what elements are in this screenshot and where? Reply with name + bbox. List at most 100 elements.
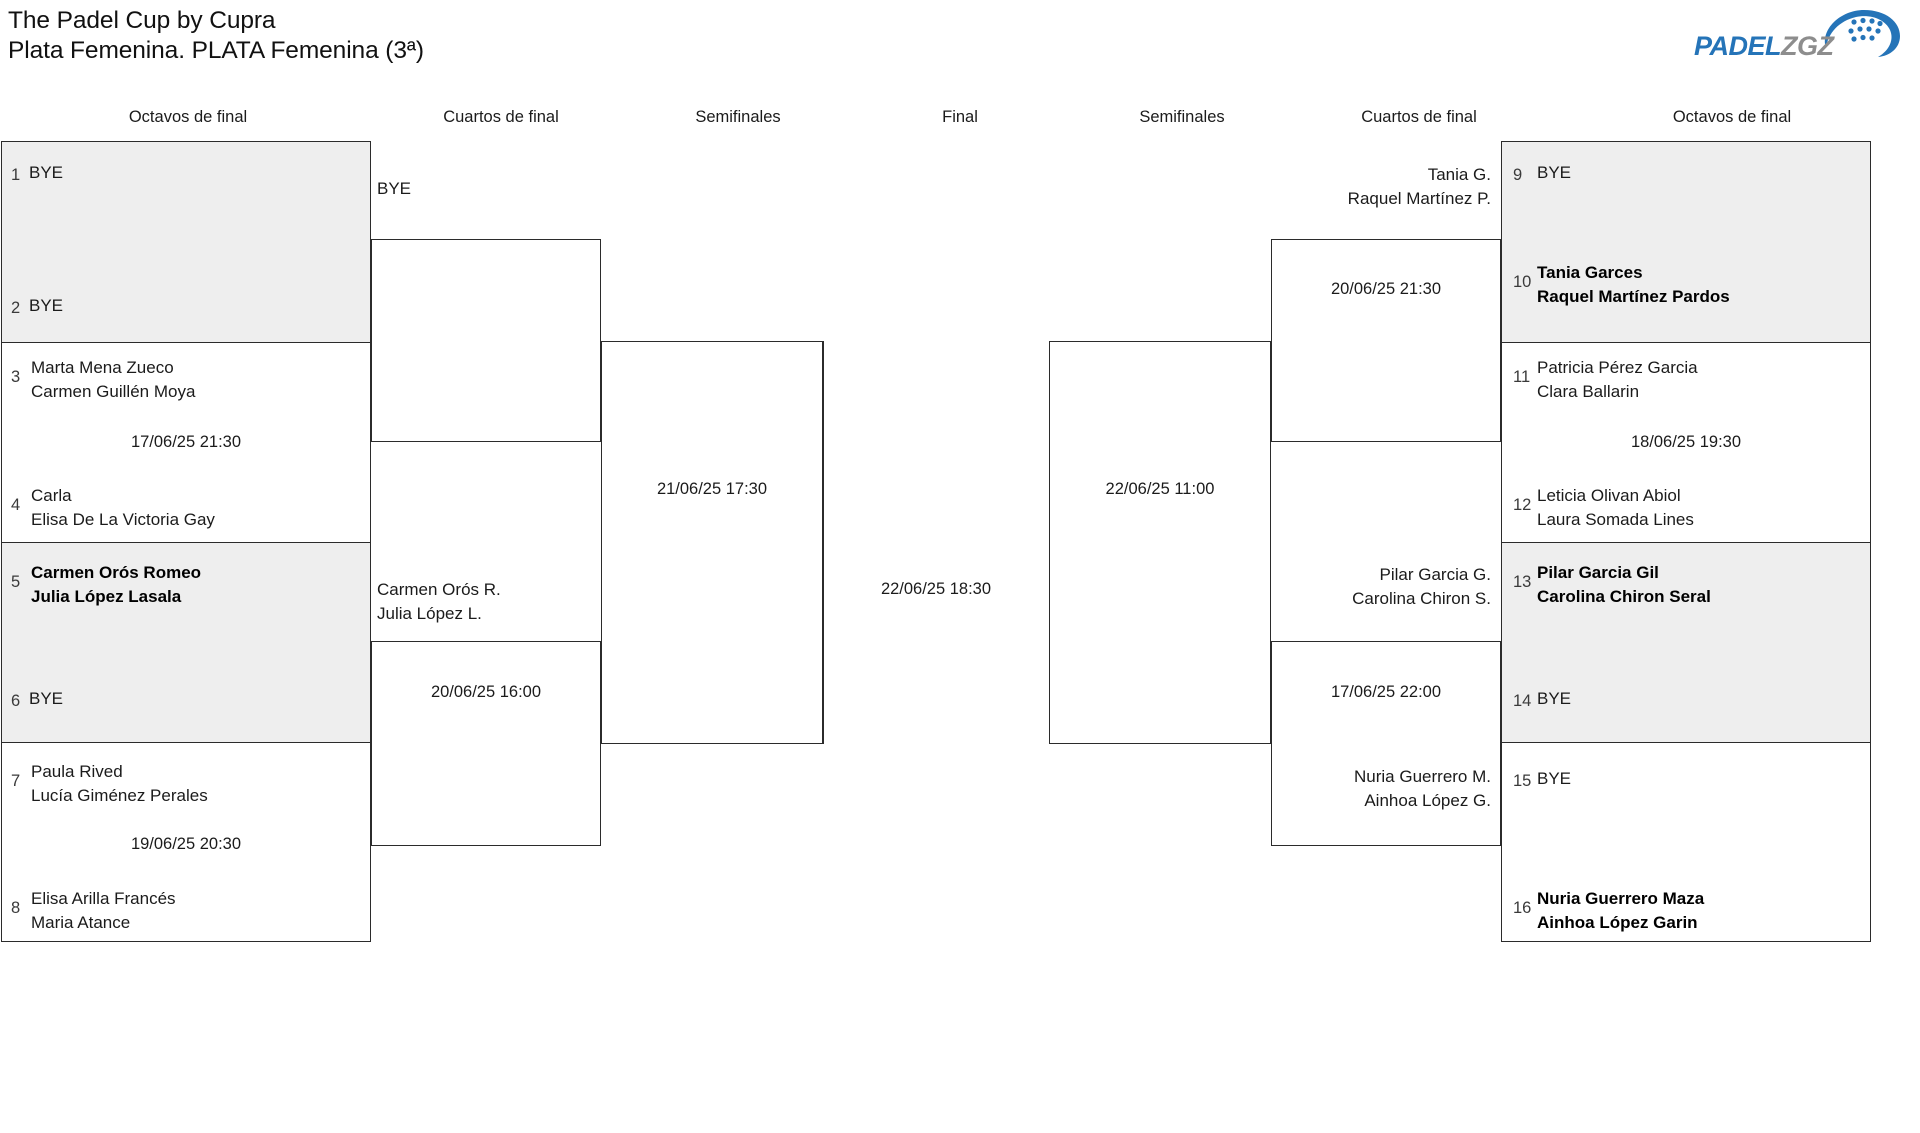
player-name: Carla [31, 486, 72, 505]
player-name: Patricia Pérez Garcia [1537, 358, 1698, 377]
team-names-12: Leticia Olivan Abiol Laura Somada Lines [1537, 484, 1694, 531]
match-date-final: 22/06/25 18:30 [880, 580, 992, 598]
right-sf-slot-label: Nuria Guerrero M. Ainhoa López G. [1281, 765, 1491, 812]
seed-label-14: BYE [1537, 689, 1572, 708]
round-header-final: Final [942, 108, 978, 126]
row-separator [1, 742, 371, 743]
seed-row-3[interactable]: 3 Marta Mena Zueco Carmen Guillén Moya 1… [1, 342, 371, 542]
player-name: Marta Mena Zueco [31, 358, 174, 377]
team-label: Pilar Garcia G. [1379, 565, 1491, 584]
team-label: Carolina Chiron S. [1352, 588, 1491, 608]
player-name: Laura Somada Lines [1537, 509, 1694, 529]
match-date-left-r16-4: 19/06/25 20:30 [130, 835, 242, 853]
row-separator [1, 342, 371, 343]
seed-label-15: BYE [1537, 769, 1572, 788]
seed-number-5: 5 [11, 573, 21, 591]
player-name: Elisa Arilla Francés [31, 889, 176, 908]
match-date-right-qf-2: 17/06/25 22:00 [1330, 683, 1442, 701]
left-qf-box-2 [371, 641, 601, 846]
player-name: Nuria Guerrero Maza [1537, 889, 1705, 908]
seed-number-10: 10 [1513, 273, 1532, 291]
category-name: Plata Femenina. PLATA Femenina (3ª) [8, 37, 424, 64]
seed-number-7: 7 [11, 772, 21, 790]
player-name: Carolina Chiron Seral [1537, 586, 1711, 606]
seed-number-4: 4 [11, 496, 21, 514]
team-label: Raquel Martínez P. [1347, 188, 1491, 208]
seed-row-13[interactable]: 13 Pilar Garcia Gil Carolina Chiron Sera… [1501, 542, 1871, 742]
team-names-10: Tania Garces Raquel Martínez Pardos [1537, 261, 1730, 308]
logo-text-zgz: ZGZ [1781, 31, 1834, 61]
player-name: Maria Atance [31, 912, 131, 932]
team-label: Nuria Guerrero M. [1354, 767, 1491, 786]
team-label: Julia López L. [377, 603, 482, 623]
right-qf-slot-1-label: Tania G. Raquel Martínez P. [1281, 163, 1491, 210]
team-names-8: Elisa Arilla Francés Maria Atance [31, 887, 176, 934]
row-separator [1501, 742, 1871, 743]
match-date-left-qf-2: 20/06/25 16:00 [430, 683, 542, 701]
seed-row-7[interactable]: 7 Paula Rived Lucía Giménez Perales 19/0… [1, 742, 371, 942]
player-name: Ainhoa López Garin [1537, 912, 1698, 932]
round-header-left-sf: Semifinales [695, 108, 781, 126]
player-name: Leticia Olivan Abiol [1537, 486, 1681, 505]
seed-number-9: 9 [1513, 166, 1523, 184]
seed-number-15: 15 [1513, 772, 1532, 790]
player-name: Clara Ballarin [1537, 381, 1640, 401]
seed-number-12: 12 [1513, 496, 1532, 514]
team-label: Ainhoa López G. [1364, 790, 1491, 810]
row-separator [1501, 342, 1871, 343]
right-qf-box-2 [1271, 641, 1501, 846]
seed-label-9: BYE [1537, 163, 1572, 182]
final-connector-left [823, 341, 824, 744]
seed-number-14: 14 [1513, 692, 1532, 710]
player-name: Elisa De La Victoria Gay [31, 509, 215, 529]
tournament-name: The Padel Cup by Cupra [8, 7, 276, 34]
left-qf-slot-1-label: BYE [377, 177, 411, 201]
player-name: Paula Rived [31, 762, 123, 781]
round-header-right-r16: Octavos de final [1672, 108, 1792, 126]
seed-number-16: 16 [1513, 899, 1532, 917]
padel-ball-swoosh-icon [1824, 10, 1900, 57]
logo-text-padel: PADEL [1694, 31, 1782, 61]
team-label: Carmen Orós R. [377, 580, 501, 599]
left-qf-slot-2-label: Carmen Orós R. Julia López L. [377, 578, 501, 625]
team-names-11: Patricia Pérez Garcia Clara Ballarin [1537, 356, 1698, 403]
seed-row-9[interactable]: 9 BYE 10 Tania Garces Raquel Martínez Pa… [1501, 141, 1871, 342]
player-name: Tania Garces [1537, 263, 1643, 282]
seed-number-3: 3 [11, 368, 21, 386]
seed-label-2: BYE [29, 296, 64, 315]
seed-number-11: 11 [1513, 368, 1531, 386]
seed-number-13: 13 [1513, 573, 1532, 591]
team-names-5: Carmen Orós Romeo Julia López Lasala [31, 561, 201, 608]
round-header-left-qf: Cuartos de final [443, 108, 559, 126]
player-name: Pilar Garcia Gil [1537, 563, 1659, 582]
team-label: BYE [377, 179, 412, 198]
player-name: Carmen Orós Romeo [31, 563, 202, 582]
match-date-left-sf: 21/06/25 17:30 [656, 480, 768, 498]
match-date-right-qf-1: 20/06/25 21:30 [1330, 280, 1442, 298]
seed-row-5[interactable]: 5 Carmen Orós Romeo Julia López Lasala 6… [1, 542, 371, 742]
round-header-right-qf: Cuartos de final [1361, 108, 1477, 126]
team-label: Tania G. [1427, 165, 1491, 184]
match-date-left-r16-2: 17/06/25 21:30 [130, 433, 242, 451]
player-name: Julia López Lasala [31, 586, 182, 606]
match-date-right-r16-2: 18/06/25 19:30 [1630, 433, 1742, 451]
left-sf-box [601, 341, 823, 744]
page-title: The Padel Cup by Cupra Plata Femenina. P… [8, 6, 424, 66]
seed-number-8: 8 [11, 899, 21, 917]
right-qf-box-1 [1271, 239, 1501, 442]
team-names-16: Nuria Guerrero Maza Ainhoa López Garin [1537, 887, 1704, 934]
match-date-right-sf: 22/06/25 11:00 [1105, 480, 1215, 498]
seed-number-6: 6 [11, 692, 21, 710]
seed-row-11[interactable]: 11 Patricia Pérez Garcia Clara Ballarin … [1501, 342, 1871, 542]
padelzgz-logo: PADELZGZ [1692, 6, 1902, 68]
right-sf-box [1049, 341, 1271, 744]
seed-row-1[interactable]: 1 BYE 2 BYE [1, 141, 371, 342]
seed-row-15[interactable]: 15 BYE 16 Nuria Guerrero Maza Ainhoa Lóp… [1501, 742, 1871, 942]
row-separator [1501, 542, 1871, 543]
left-qf-box-1 [371, 239, 601, 442]
team-names-3: Marta Mena Zueco Carmen Guillén Moya [31, 356, 195, 403]
right-qf-slot-2-label: Pilar Garcia G. Carolina Chiron S. [1281, 563, 1491, 610]
seed-label-6: BYE [29, 689, 64, 708]
player-name: Raquel Martínez Pardos [1537, 286, 1730, 306]
seed-label-1: BYE [29, 163, 64, 182]
